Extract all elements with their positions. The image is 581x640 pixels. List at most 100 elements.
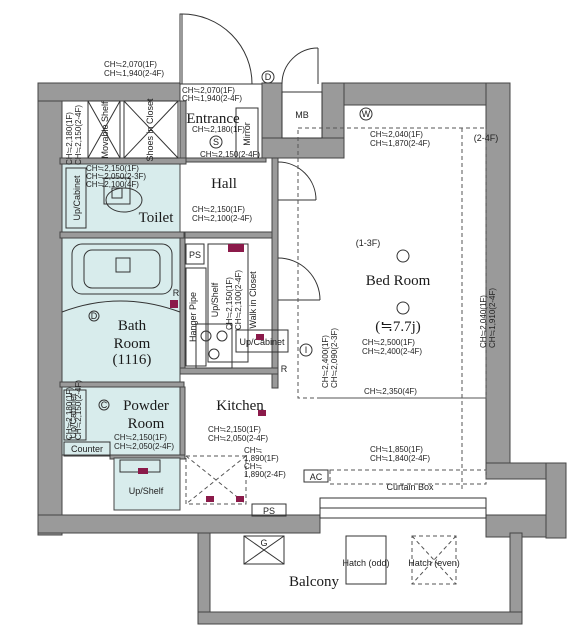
bath-room: Bath Room (1116) D R (61, 237, 181, 383)
light-icon (396, 301, 410, 315)
ch-entrance-top-1: CH≒2,070(1F) (182, 86, 235, 95)
toilet-label: Toilet (139, 210, 175, 226)
mb-label: MB (295, 110, 309, 120)
shoes-closet-label: Shoes in Closet (145, 98, 155, 162)
powder-label-2: Room (128, 416, 165, 432)
stove-burner-icon (216, 330, 228, 342)
ch-entrance-bottom: CH≒2,150(2-4F) (200, 150, 260, 159)
ch-top-outside-2: CH≒1,940(2-4F) (104, 69, 164, 78)
entrance-door[interactable] (179, 13, 262, 85)
ch-toilet-3: CH≒2,100(4F) (86, 180, 139, 189)
balcony: G Hatch (odd) Hatch (even) Balcony (243, 535, 460, 590)
entrance-label: Entrance (186, 111, 240, 127)
hanger-pipe-label: Hanger Pipe (188, 292, 198, 342)
d-mark: D (265, 72, 272, 82)
toilet-bowl-icon (105, 187, 143, 213)
toilet-cabinet-label: Up/Cabinet (72, 175, 82, 221)
powder-shelf-label: Up/Shelf (129, 486, 164, 496)
ch-closet-1: CH≒2,150(1F) (225, 277, 234, 330)
outer-walls (37, 82, 567, 625)
powder-room: Up/Cabinet Counter Powder Room C Up/Shel… (61, 386, 181, 511)
counter-label: Counter (71, 444, 103, 454)
movable-shelf: Movable Shelf (87, 100, 121, 159)
ch-bed-top-1: CH≒2,040(1F) (370, 130, 423, 139)
ch-movable-left-2: CH≒2,150(2-4F) (74, 105, 83, 165)
ch-bed-bottom-1: CH≒1,850(1F) (370, 445, 423, 454)
ch-bed-center-2: CH≒2,400(2-4F) (362, 347, 422, 356)
range-2-4f-label: (2-4F) (474, 133, 499, 143)
ch-hall-1: CH≒2,150(1F) (192, 205, 245, 214)
ch-movable-left-1: CH≒2,180(1F) (65, 112, 74, 165)
walk-in-closet-label: Walk in Closet (248, 271, 258, 329)
ch-bed-center-1: CH≒2,500(1F) (362, 338, 415, 347)
powder-c-icon (98, 399, 110, 411)
ch-kitchen-sub-2: 1,890(1F) (244, 454, 279, 463)
powder-label-1: Powder (123, 398, 169, 414)
powder-cabinet-label: Up/Cabinet (68, 393, 78, 439)
shoes-in-closet: Shoes in Closet (123, 98, 179, 162)
kitchen-r-mark: R (281, 364, 288, 374)
light-icon (396, 249, 410, 263)
closet-shelf-label: Up/Shelf (210, 282, 220, 317)
ac-mark: AC (310, 472, 323, 482)
ch-toilet-2: CH≒2,050(2-3F) (86, 172, 146, 181)
ps-bottom-label: PS (263, 506, 275, 516)
ch-kitchen-sub-1: CH≒ (244, 446, 262, 455)
ch-bed-mid: CH≒2,350(4F) (364, 387, 417, 396)
ch-bed-left-1: CH≒2,400(1F) (321, 335, 330, 388)
ch-kitchen-1: CH≒2,150(1F) (208, 425, 261, 434)
ch-bed-right-2: CH≒1,910(2-4F) (488, 288, 497, 348)
balcony-window[interactable] (319, 497, 487, 519)
ch-top-outside-1: CH≒2,070(1F) (104, 60, 157, 69)
mirror-label: Mirror (242, 122, 252, 146)
kitchen-cabinet-label: Up/Cabinet (239, 337, 285, 347)
ch-kitchen-sub-3: CH≒ (244, 462, 262, 471)
ch-kitchen-sub-4: 1,890(2-4F) (244, 470, 286, 479)
bath-size-label: (1116) (113, 352, 152, 368)
bath-r-mark: R (173, 288, 180, 298)
toilet-room: Up/Cabinet Toilet (61, 163, 181, 233)
ch-closet-2: CH≒2,100(2-4F) (234, 270, 243, 330)
ps-top-label: PS (189, 250, 201, 260)
stove-burner-icon (200, 330, 212, 342)
w-mark: W (362, 109, 371, 119)
curtain-box-label: Curtain Box (386, 482, 434, 492)
interior-partitions (59, 100, 279, 460)
ch-bed-top-2: CH≒1,870(2-4F) (370, 139, 430, 148)
range-1-3f-label: (1-3F) (356, 238, 381, 248)
i-mark: I (305, 345, 308, 355)
bath-d-mark: D (91, 311, 98, 321)
bed-size-label: (≒7.7j) (375, 319, 421, 335)
bedroom-door[interactable] (277, 161, 317, 201)
ch-bed-bottom-2: CH≒1,840(2-4F) (370, 454, 430, 463)
ch-entrance-top-2: CH≒1,940(2-4F) (182, 94, 242, 103)
smoke-detector-icon (209, 135, 223, 149)
ch-powder-left-2: CH≒2,150(2-4F) (74, 380, 83, 440)
ch-bed-left-2: CH≒2,090(2-3F) (330, 328, 339, 388)
bed-room-label: Bed Room (366, 273, 431, 289)
fixture-markers (138, 300, 266, 502)
ch-hall-2: CH≒2,100(2-4F) (192, 214, 252, 223)
hatch-even-label: Hatch (even) (408, 558, 460, 568)
s-mark: S (213, 137, 219, 147)
closet-door[interactable] (277, 257, 321, 301)
ch-powder-1: CH≒2,150(1F) (114, 433, 167, 442)
walk-in-closet: Hanger Pipe Up/Shelf Walk in Closet (185, 243, 258, 367)
mb-door[interactable] (281, 47, 319, 85)
ch-toilet-1: CH≒2,150(1F) (86, 164, 139, 173)
movable-shelf-label: Movable Shelf (100, 101, 110, 159)
bath-label-1: Bath (118, 318, 147, 334)
balcony-label: Balcony (289, 574, 339, 590)
powder-c-mark: C (101, 400, 108, 410)
mb-box: MB (281, 91, 323, 139)
ch-kitchen-2: CH≒2,050(2-4F) (208, 434, 268, 443)
ch-entrance-mid: CH≒2,180(1F) (192, 125, 245, 134)
ps-bottom: PS (251, 503, 287, 517)
w-marker-icon (359, 107, 373, 121)
ch-bed-right-1: CH≒2,040(1F) (479, 295, 488, 348)
bed-room: Bed Room (≒7.7j) W I (1-3F) (2-4F) AC (297, 107, 499, 490)
d-marker-icon (261, 70, 275, 84)
curtain-box: Curtain Box (329, 469, 487, 492)
mirror: Mirror (235, 107, 259, 159)
